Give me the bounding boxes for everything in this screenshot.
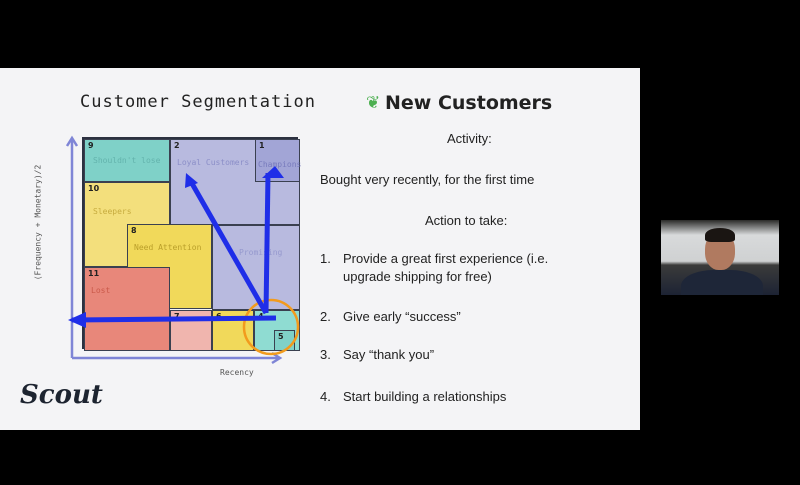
sprout-icon: ❦ [366,93,381,113]
segment-number: 9 [88,141,94,150]
action-heading: Action to take: [425,213,508,228]
segment-number: 10 [88,184,100,193]
segment-label: Shouldn't lose [93,156,161,165]
slide-title: New Customers [385,92,553,114]
action-text: Start building a relationships [343,389,507,404]
segment-number: 5 [278,332,284,341]
action-text: Say “thank you” [343,347,435,362]
arrow-to-champions [263,172,271,314]
segment-number: 8 [131,226,137,235]
webcam-video [661,220,779,295]
action-text: Provide a great first experience (i.e. [343,251,549,266]
arrow-to-loyal [187,178,269,315]
arrow-to-lost [71,315,277,323]
presenter-body [681,270,763,295]
highlight-circle [242,298,300,356]
segment-label: Sleepers [93,207,132,216]
segment-label: Need Attention [134,243,202,252]
segmentation-title: Customer Segmentation [80,92,316,112]
arrows [68,166,300,356]
segment-label: Loyal Customers [177,158,250,167]
x-axis-label: Recency [220,368,254,377]
scout-logo: Scout [20,380,103,410]
presentation-slide: Customer Segmentation (Frequency + Monet… [0,68,640,430]
segment-label: Champions [258,160,302,169]
action-text: upgrade shipping for free) [343,269,492,284]
activity-text: Bought very recently, for the first time [320,172,535,187]
action-text: Give early “success” [343,309,461,324]
activity-heading: Activity: [447,131,492,146]
action-number: 3. [320,347,331,362]
segment-label: Lost [91,286,111,295]
segment-number: 1 [259,141,265,150]
segment-number: 2 [174,141,180,150]
action-number: 4. [320,389,331,404]
segment-number: 11 [88,269,100,278]
action-number: 2. [320,309,331,324]
action-number: 1. [320,251,331,266]
segment-label: Promising [239,248,283,257]
